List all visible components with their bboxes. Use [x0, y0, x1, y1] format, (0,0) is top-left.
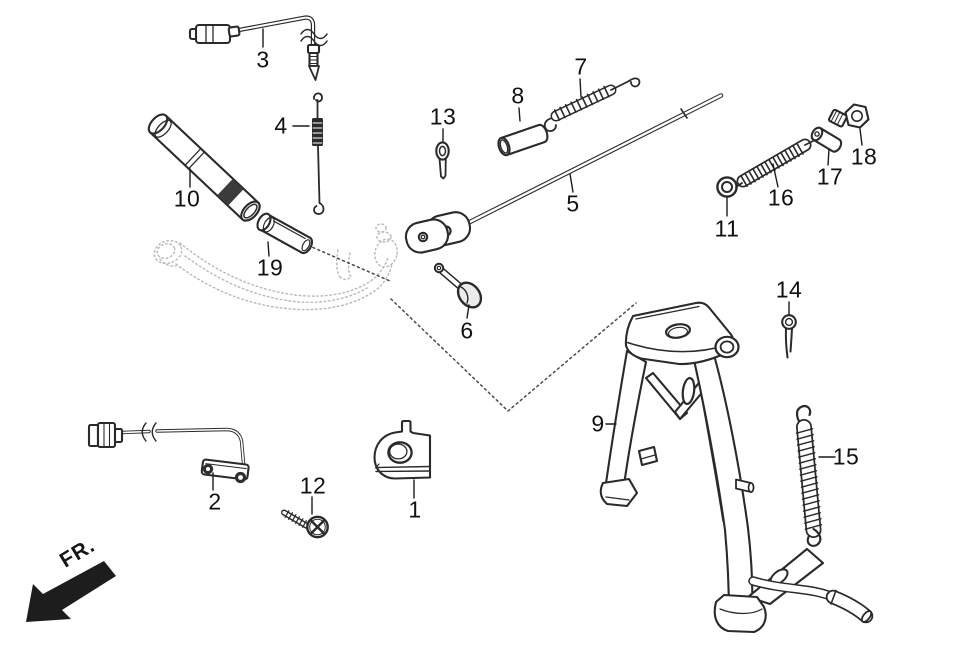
part-6-joint-pin-drawing [433, 262, 483, 309]
part-15-spring-drawing [795, 405, 823, 548]
part-13-clip-drawing [435, 141, 450, 180]
leader-line-16 [772, 163, 779, 188]
ghost-pedal-reference [153, 223, 398, 311]
part-11-washer-drawing [716, 176, 738, 198]
leader-lines [189, 28, 863, 515]
part-18-nut-drawing [827, 103, 870, 129]
part-9-center-stand-drawing [599, 301, 874, 634]
leader-line-5 [569, 173, 574, 193]
part-3-cable-drawing [188, 15, 328, 81]
leader-line-19 [267, 241, 270, 257]
leader-line-6 [466, 304, 470, 319]
part-10-tube-drawing [147, 113, 261, 222]
part-14-cotter-pin-drawing [781, 314, 797, 359]
part-8-sleeve-drawing [497, 123, 549, 157]
leader-line-17 [827, 148, 830, 166]
part-1-bracket-drawing [373, 419, 432, 480]
part-7-spring-drawing [543, 77, 641, 132]
part-19-bushing-drawing [256, 212, 314, 255]
fr-direction-arrow [26, 561, 116, 622]
part-17-slider-drawing [810, 126, 843, 153]
leader-line-8 [518, 107, 521, 122]
part-5-rod-drawing [404, 93, 724, 254]
part-16-spring-drawing [735, 138, 814, 188]
leader-line-7 [579, 78, 582, 98]
part-2-switch-drawing [87, 421, 250, 484]
part-4-long-spring-drawing [312, 92, 325, 215]
leader-line-18 [859, 128, 863, 146]
part-12-screw-drawing [281, 509, 329, 539]
